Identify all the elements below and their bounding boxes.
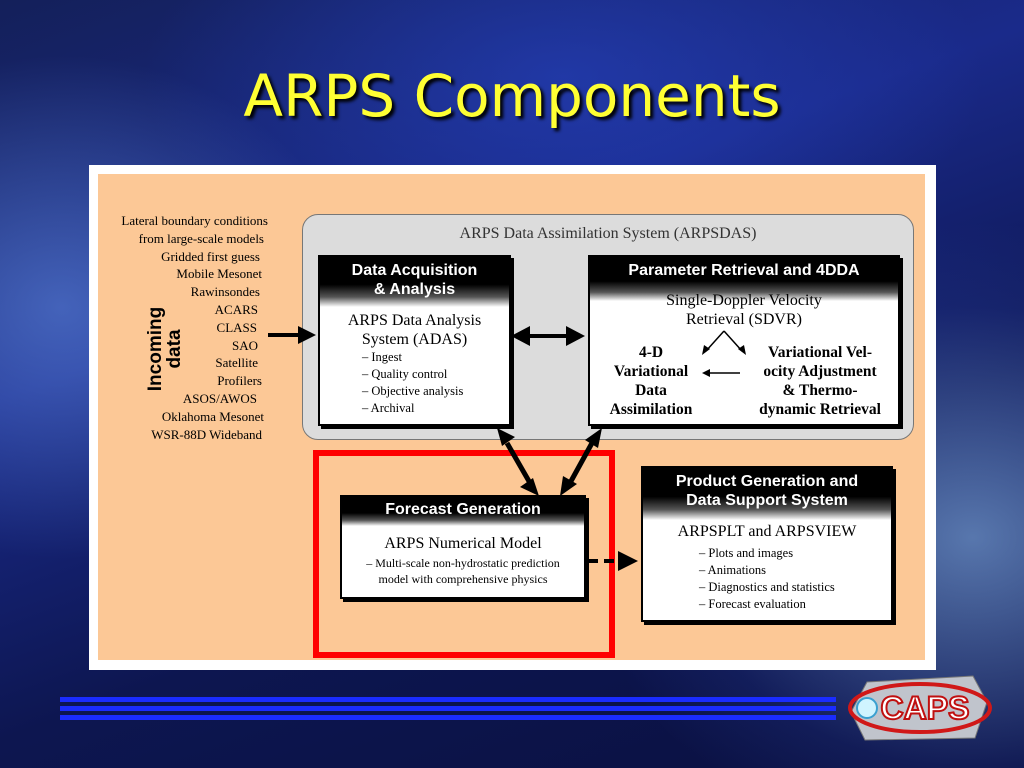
source-item: Gridded first guess — [161, 248, 260, 264]
sdvr-line: Single-Doppler Velocity — [666, 292, 822, 309]
sdvr-label: Single-Doppler Velocity Retrieval (SDVR) — [590, 291, 898, 329]
4dda-line: Assimilation — [609, 401, 693, 418]
adas-title-line: ARPS Data Analysis — [347, 312, 482, 329]
source-item: ASOS/AWOS — [182, 390, 257, 406]
product-items: – Plots and images – Animations – Diagno… — [643, 545, 891, 613]
arrow-adas-retrieval — [511, 326, 585, 346]
forecast-header: Forecast Generation — [342, 497, 584, 526]
incoming-data-list: Lateral boundary conditions from large-s… — [98, 212, 270, 443]
caps-logo: CAPS — [845, 672, 995, 744]
product-header-line: Product Generation and — [675, 473, 859, 490]
forecast-desc: – Multi-scale non-hydrostatic prediction… — [342, 555, 584, 587]
product-title: ARPSPLT and ARPSVIEW — [677, 523, 857, 540]
vvatr-line: & Thermo- — [782, 382, 858, 399]
accent-bars — [60, 697, 836, 721]
source-item: Rawinsondes — [190, 284, 260, 300]
adas-box: Data Acquisition & Analysis ARPS Data An… — [318, 255, 511, 426]
accent-bar — [60, 706, 836, 711]
forecast-desc-line: model with comprehensive physics — [378, 572, 548, 586]
svg-text:CAPS: CAPS — [881, 690, 970, 726]
accent-bar — [60, 697, 836, 702]
arrow-arpsdas-forecast-left — [497, 428, 539, 496]
adas-header: Data Acquisition & Analysis — [320, 257, 509, 307]
caps-logo-graphic: CAPS — [848, 675, 992, 741]
adas-items: – Ingest – Quality control – Objective a… — [320, 349, 509, 417]
vvatr-line: ocity Adjustment — [763, 363, 877, 380]
vvatr-line: Variational Vel- — [767, 344, 873, 361]
retrieval-header: Parameter Retrieval and 4DDA — [590, 257, 898, 301]
list-item: – Plots and images — [699, 546, 794, 560]
4dda-line: 4-D — [638, 344, 664, 361]
arrow-incoming-to-adas — [268, 326, 316, 344]
highlight-frame — [313, 450, 615, 658]
source-item: WSR-88D Wideband — [151, 426, 262, 442]
source-item: CLASS — [216, 319, 257, 335]
source-item: SAO — [231, 337, 258, 353]
adas-header-line: Data Acquisition — [351, 262, 478, 279]
source-item: from large-scale models — [138, 230, 264, 246]
adas-title-line: System (ADAS) — [361, 331, 468, 348]
arpsdas-title: ARPS Data Assimilation System (ARPSDAS) — [459, 225, 757, 242]
retrieval-box: Parameter Retrieval and 4DDA Single-Dopp… — [588, 255, 900, 426]
list-item: – Animations — [699, 563, 767, 577]
list-item: – Ingest — [362, 350, 402, 364]
sdvr-line: Retrieval (SDVR) — [686, 311, 802, 328]
list-item: – Quality control — [362, 367, 448, 381]
source-item: Lateral boundary conditions — [121, 213, 268, 228]
source-item: Profilers — [217, 373, 262, 389]
list-item: – Archival — [362, 401, 415, 415]
source-item: ACARS — [214, 301, 258, 317]
list-item: – Objective analysis — [362, 384, 464, 398]
product-header-line: Data Support System — [686, 492, 848, 509]
vvatr-line: dynamic Retrieval — [759, 401, 881, 418]
list-item: – Forecast evaluation — [699, 597, 806, 611]
source-item: Mobile Mesonet — [176, 266, 262, 282]
list-item: – Diagnostics and statistics — [699, 580, 835, 594]
arrow-forecast-to-product — [588, 551, 638, 571]
product-box: Product Generation and Data Support Syst… — [641, 466, 893, 622]
product-header: Product Generation and Data Support Syst… — [643, 468, 891, 520]
source-item: Satellite — [215, 355, 258, 371]
adas-header-line: & Analysis — [373, 281, 456, 298]
retrieval-arrows — [702, 330, 746, 377]
adas-title: ARPS Data Analysis System (ADAS) — [320, 311, 509, 349]
slide-title: ARPS Components — [243, 62, 781, 130]
accent-bar — [60, 715, 836, 720]
forecast-box: Forecast Generation ARPS Numerical Model… — [340, 495, 586, 599]
4dda-label: 4-D Variational Data Assimilation — [596, 343, 706, 419]
forecast-desc-line: – Multi-scale non-hydrostatic prediction — [366, 556, 560, 570]
4dda-line: Variational — [613, 363, 689, 380]
forecast-title: ARPS Numerical Model — [384, 535, 542, 552]
vvatr-label: Variational Vel- ocity Adjustment & Ther… — [742, 343, 898, 419]
4dda-line: Data — [635, 382, 667, 399]
arrow-arpsdas-forecast-right — [560, 428, 602, 496]
source-item: Oklahoma Mesonet — [161, 408, 264, 424]
